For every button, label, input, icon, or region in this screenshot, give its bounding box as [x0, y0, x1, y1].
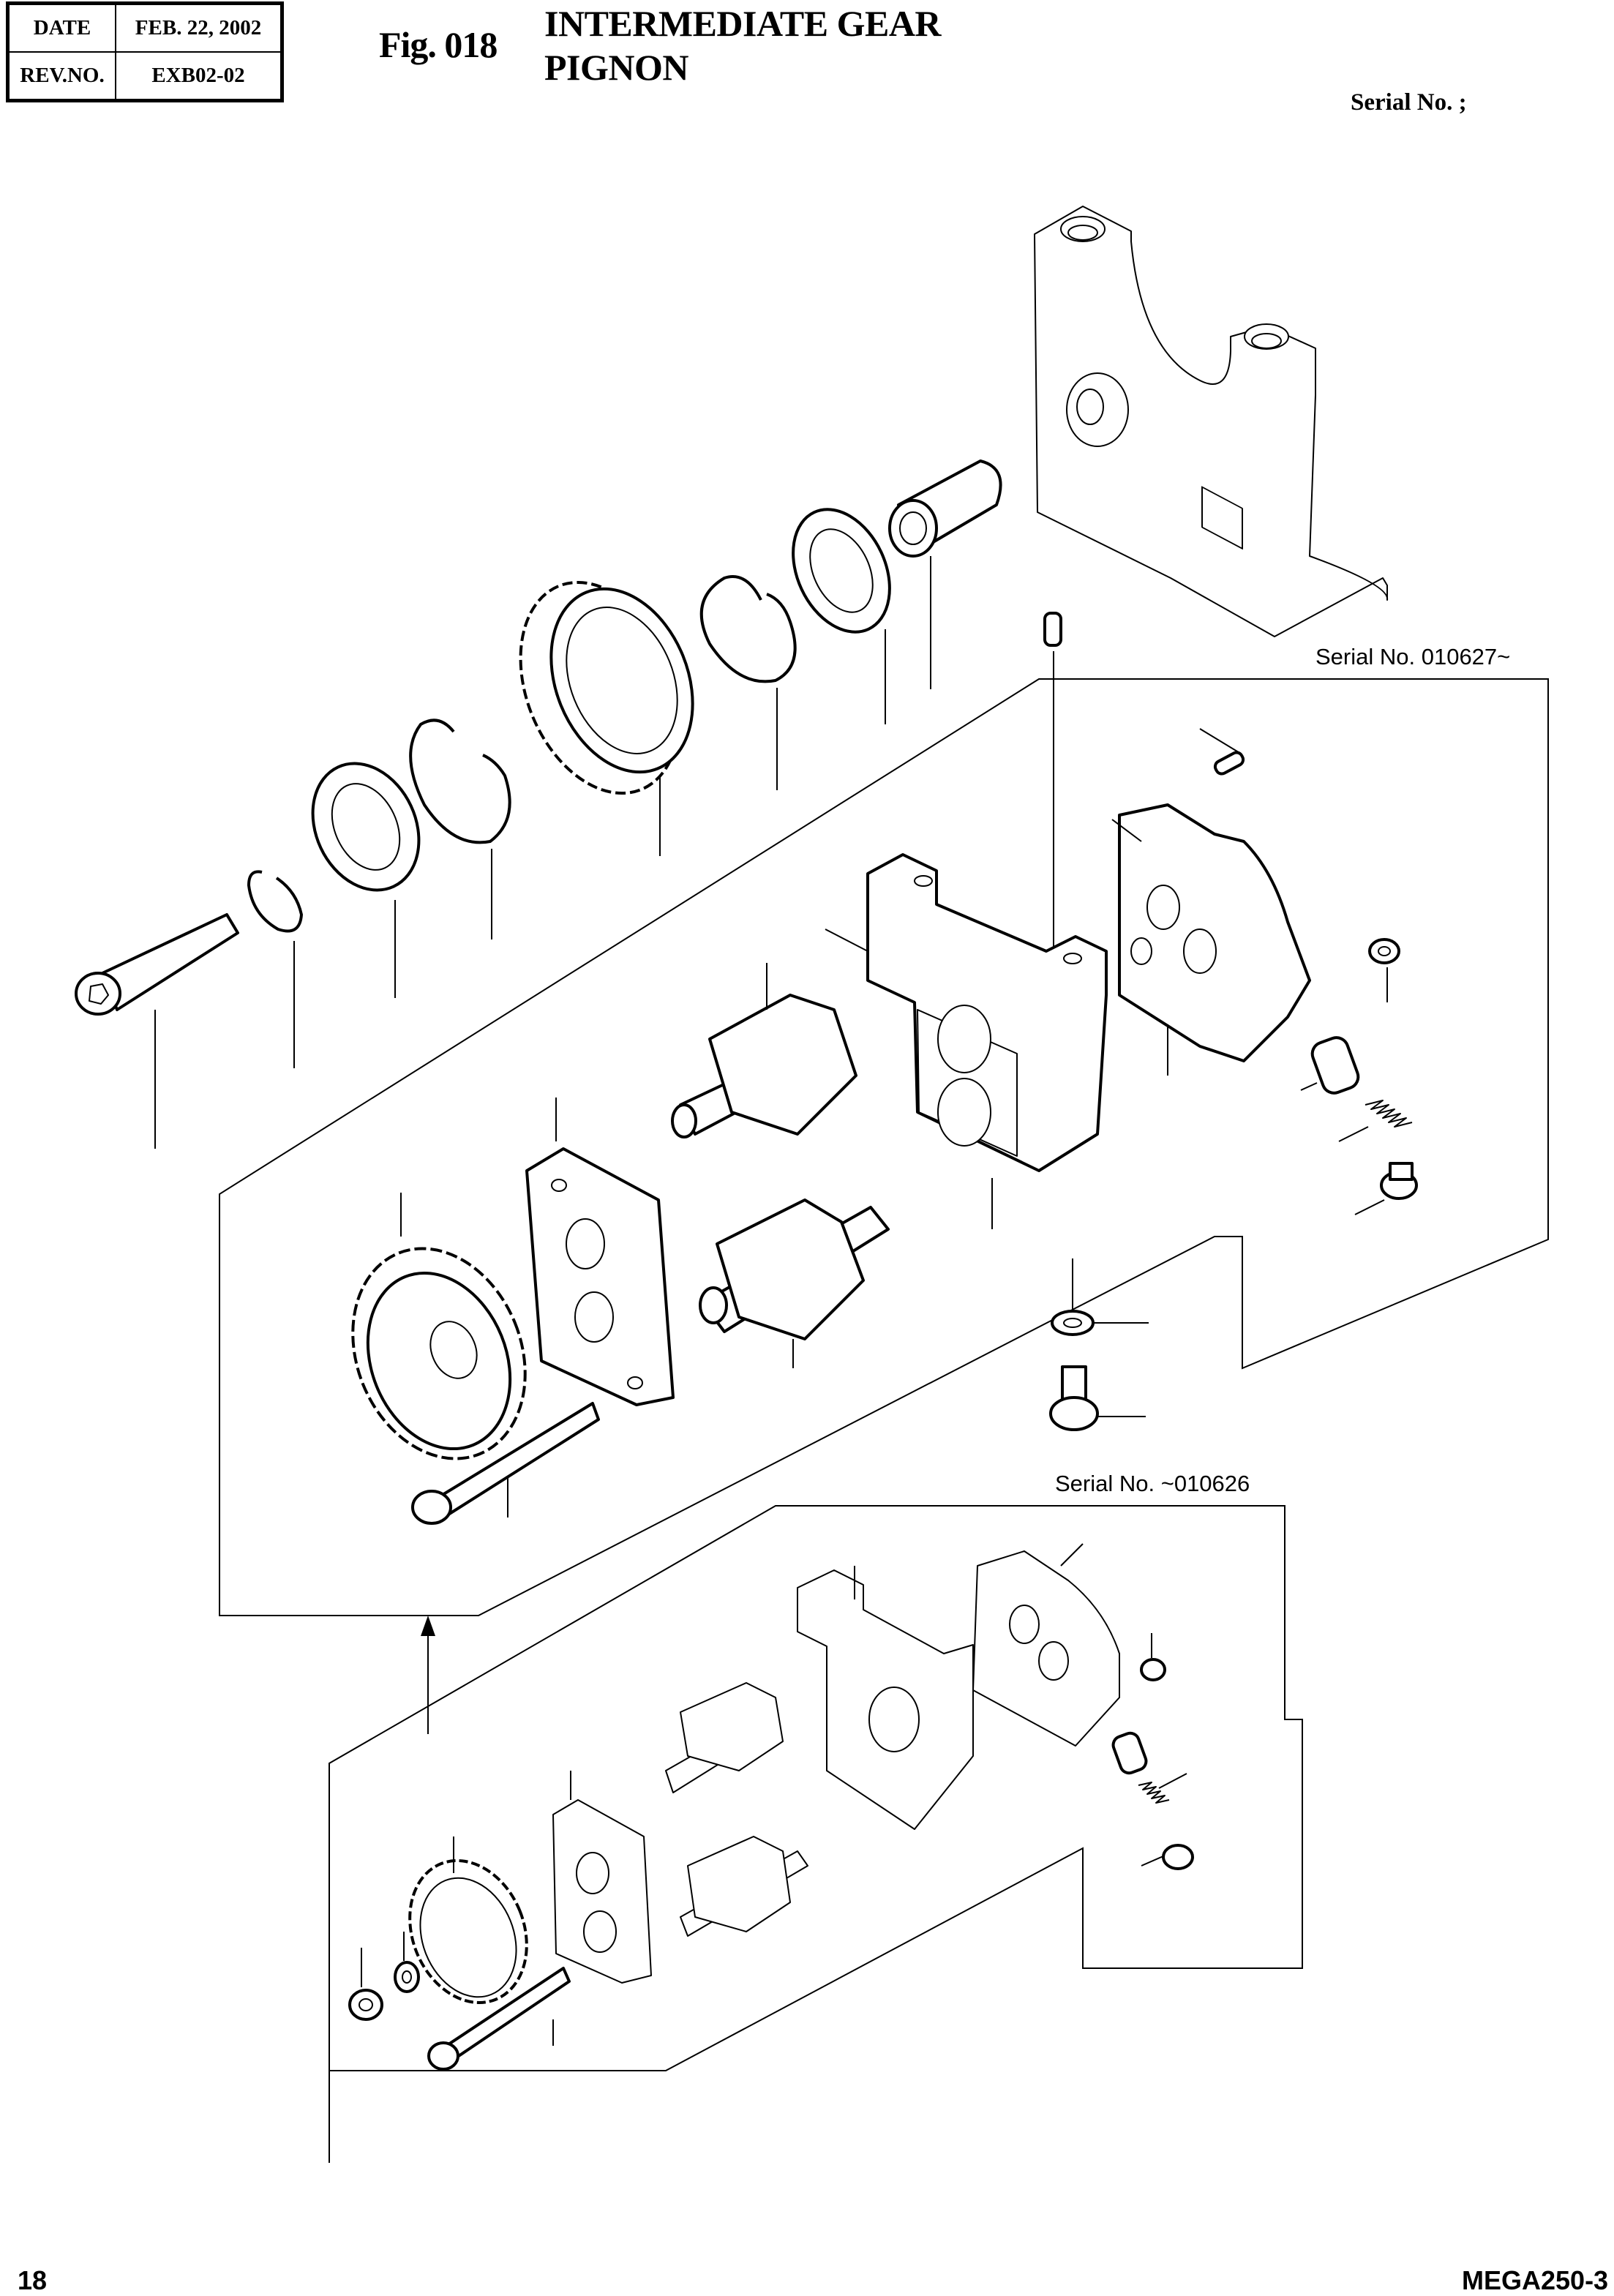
page-number: 18	[18, 2265, 48, 2295]
serial-number: Serial No. ;	[1351, 89, 1467, 116]
leader-pump-cover-rear-top	[1111, 819, 1142, 842]
relief-valve-spring	[1365, 1100, 1413, 1128]
leader-relief-valve-plunger	[1300, 1082, 1318, 1091]
relief-valve-plunger	[1310, 1036, 1360, 1095]
washer-old	[394, 1961, 420, 1993]
washer	[1051, 1310, 1095, 1336]
snap-ring-front	[409, 719, 511, 844]
leader-pump-cover-rear-old	[1060, 1543, 1084, 1567]
pump-housing	[866, 853, 1108, 1172]
title-line-2: PIGNON	[544, 47, 689, 88]
bushing	[888, 459, 1002, 558]
leader-relief-valve-spring	[1338, 1126, 1369, 1142]
intermediate-gear	[519, 580, 694, 795]
pump-housing-old	[797, 1569, 974, 1830]
page-title: INTERMEDIATE GEAR PIGNON	[544, 1, 942, 89]
revision-table: DATE FEB. 22, 2002 REV.NO. EXB02-02	[6, 1, 284, 102]
socket-head-bolt	[75, 913, 239, 1016]
leader-dowel-pin-small	[1199, 728, 1242, 754]
leader-relief-valve-spring-old	[1158, 1773, 1187, 1789]
pump-drive-gear	[351, 1247, 527, 1460]
pump-cover-front-old	[552, 1799, 652, 1984]
relief-valve-spring-old	[1138, 1782, 1170, 1804]
leader-relief-plug-old	[1141, 1855, 1166, 1867]
hex-nut-top	[1368, 938, 1400, 964]
variant-label-old: Serial No. ~010626	[1051, 1471, 1255, 1497]
title-line-1: INTERMEDIATE GEAR	[544, 3, 942, 44]
long-bolt	[411, 1402, 600, 1525]
ball-bearing-front	[311, 762, 421, 892]
drive-pinion-old	[665, 1682, 784, 1793]
date-label: DATE	[7, 2, 116, 53]
pump-cover-rear	[1118, 803, 1311, 1062]
leader-pump-housing-top	[825, 928, 868, 952]
date-value: FEB. 22, 2002	[115, 2, 283, 53]
snap-ring-rear	[699, 575, 797, 683]
driven-pinion	[699, 1198, 890, 1340]
rev-value: EXB02-02	[115, 51, 283, 102]
leader-relief-plug	[1354, 1199, 1385, 1215]
driven-pinion-old	[680, 1836, 808, 1937]
hex-nut-old	[348, 1989, 383, 2021]
relief-valve-plunger-old	[1111, 1731, 1148, 1775]
pump-cover-rear-old	[972, 1550, 1120, 1747]
long-bolt-old	[427, 1967, 571, 2071]
pump-cover-front	[525, 1147, 675, 1406]
hex-bolt	[1049, 1365, 1099, 1431]
relief-plug-old	[1162, 1844, 1194, 1870]
bearing-bracket	[1034, 206, 1389, 637]
pump-drive-gear-old	[408, 1859, 528, 2004]
dowel-pin-top	[1043, 612, 1062, 647]
variant-label-new: Serial No. 010627~	[1311, 644, 1515, 670]
model-code: MEGA250-3	[1462, 2265, 1609, 2295]
variant-outline-old	[329, 1505, 1303, 2163]
hex-nut-top-old	[1140, 1658, 1166, 1681]
ball-bearing-rear	[792, 508, 891, 634]
circlip	[247, 870, 303, 933]
drive-pinion	[671, 994, 857, 1138]
relief-plug	[1380, 1162, 1418, 1200]
variant-outline-new	[219, 678, 1549, 1616]
figure-number: Fig. 018	[379, 24, 498, 65]
variant-arrow-head	[421, 1616, 435, 1636]
rev-label: REV.NO.	[7, 51, 116, 102]
dowel-pin-small	[1213, 751, 1245, 776]
